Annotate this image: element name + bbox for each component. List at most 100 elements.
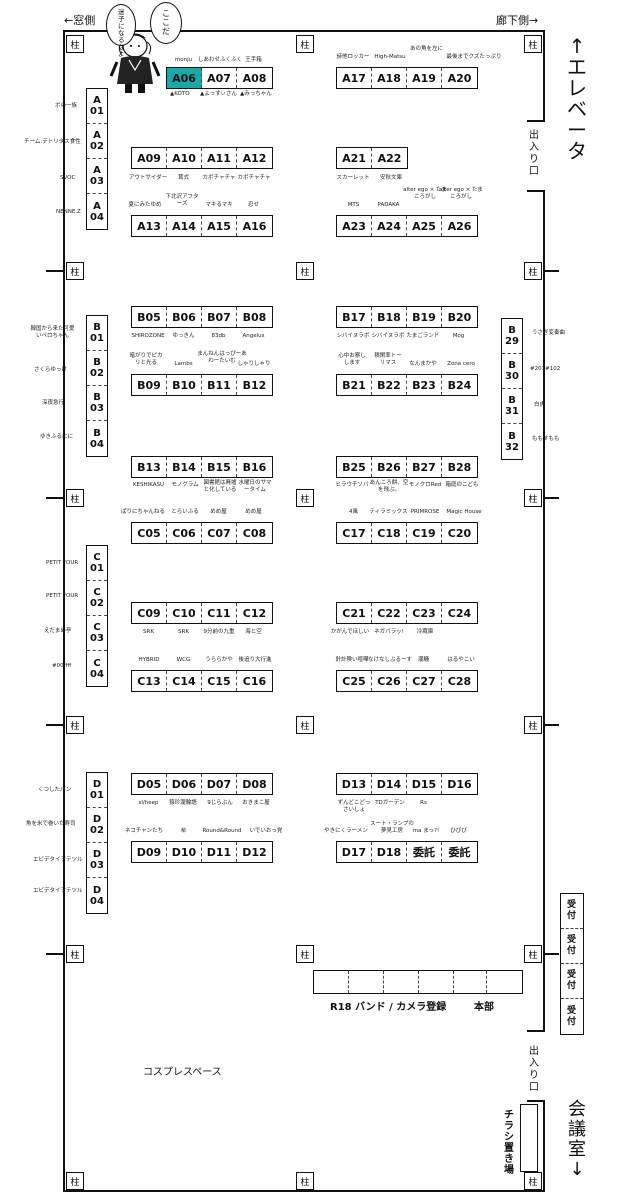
booth-b27[interactable]: B27 <box>407 457 442 477</box>
reception-desk[interactable]: 受付 <box>561 929 583 964</box>
booth-c13[interactable]: C13 <box>132 671 167 691</box>
booth-c23[interactable]: C23 <box>407 603 442 623</box>
booth-b24[interactable]: B24 <box>447 378 472 392</box>
booth-b12[interactable]: B12 <box>242 378 267 392</box>
booth-c14[interactable]: C14 <box>167 671 202 691</box>
booth-b15[interactable]: B15 <box>202 457 237 477</box>
booth-c22[interactable]: C22 <box>372 603 407 623</box>
booth-c17[interactable]: C17 <box>337 523 372 543</box>
booth-d17[interactable]: D17 <box>337 842 372 862</box>
booth-d14[interactable]: D14 <box>372 774 407 794</box>
booth-b09[interactable]: B09 <box>132 375 167 395</box>
reception-desk[interactable]: 受付 <box>561 964 583 999</box>
booth-c24[interactable]: C24 <box>447 606 472 620</box>
reception-desk[interactable]: 受付 <box>561 894 583 929</box>
booth-d10[interactable]: D10 <box>167 842 202 862</box>
booth-b13[interactable]: B13 <box>132 457 167 477</box>
booth-d16[interactable]: D16 <box>447 777 472 791</box>
booth-d19[interactable]: 委託 <box>407 842 442 862</box>
reception-desk[interactable]: 受付 <box>567 1005 577 1027</box>
booth-a20[interactable]: A20 <box>447 71 472 85</box>
booth-a22[interactable]: A22 <box>377 151 402 165</box>
booth-a24[interactable]: A24 <box>372 216 407 236</box>
booth-a18[interactable]: A18 <box>372 68 407 88</box>
booth-a16[interactable]: A16 <box>242 219 267 233</box>
booth-b17[interactable]: B17 <box>337 307 372 327</box>
booth-a17[interactable]: A17 <box>337 68 372 88</box>
booth-a15[interactable]: A15 <box>202 216 237 236</box>
booth-a09[interactable]: A09 <box>132 148 167 168</box>
booth-c07[interactable]: C07 <box>202 523 237 543</box>
booth-b11[interactable]: B11 <box>202 375 237 395</box>
booth-b19[interactable]: B19 <box>407 307 442 327</box>
booth-b08[interactable]: B08 <box>242 310 267 324</box>
booth-d06[interactable]: D06 <box>167 774 202 794</box>
booth-b20[interactable]: B20 <box>447 310 472 324</box>
booth-c28[interactable]: C28 <box>447 674 472 688</box>
booth-d13[interactable]: D13 <box>337 774 372 794</box>
booth-d18[interactable]: D18 <box>372 842 407 862</box>
booth-a19[interactable]: A19 <box>407 68 442 88</box>
booth-c11[interactable]: C11 <box>202 603 237 623</box>
booth-c05[interactable]: C05 <box>132 523 167 543</box>
booth-b28[interactable]: B28 <box>447 460 472 474</box>
booth-b14[interactable]: B14 <box>167 457 202 477</box>
booth-c15[interactable]: C15 <box>202 671 237 691</box>
booth-b10[interactable]: B10 <box>167 375 202 395</box>
booth-b21[interactable]: B21 <box>337 375 372 395</box>
booth-a06[interactable]: A06 <box>167 68 202 88</box>
booth-a12[interactable]: A12 <box>242 151 267 165</box>
booth-c08[interactable]: C08 <box>242 526 267 540</box>
booth-d12[interactable]: D12 <box>242 845 267 859</box>
booth-b16[interactable]: B16 <box>242 460 267 474</box>
booth-b07[interactable]: B07 <box>202 307 237 327</box>
booth-a26[interactable]: A26 <box>447 219 472 233</box>
booth-b25[interactable]: B25 <box>337 457 372 477</box>
booth-a07[interactable]: A07 <box>202 68 237 88</box>
booth-a08[interactable]: A08 <box>242 71 267 85</box>
booth-c19[interactable]: C19 <box>407 523 442 543</box>
booth-c10[interactable]: C10 <box>167 603 202 623</box>
booth-c09[interactable]: C09 <box>132 603 167 623</box>
booth-b06[interactable]: B06 <box>167 307 202 327</box>
booth-b26[interactable]: B26 <box>372 457 407 477</box>
booth-a13[interactable]: A13 <box>132 216 167 236</box>
booth-d20[interactable]: 委託 <box>448 846 471 859</box>
booth-c21[interactable]: C21 <box>337 603 372 623</box>
booth-c16[interactable]: C16 <box>242 674 267 688</box>
booth-b22[interactable]: B22 <box>372 375 407 395</box>
booth-d09[interactable]: D09 <box>132 842 167 862</box>
booth-c12[interactable]: C12 <box>242 606 267 620</box>
booth-a10[interactable]: A10 <box>167 148 202 168</box>
booth-c27[interactable]: C27 <box>407 671 442 691</box>
booth-c26[interactable]: C26 <box>372 671 407 691</box>
booth-c25[interactable]: C25 <box>337 671 372 691</box>
booth-c18[interactable]: C18 <box>372 523 407 543</box>
booth-a11[interactable]: A11 <box>202 148 237 168</box>
booth-a21[interactable]: A21 <box>337 148 372 168</box>
booth-d05[interactable]: D05 <box>132 774 167 794</box>
booth-b18[interactable]: B18 <box>372 307 407 327</box>
booth-d11[interactable]: D11 <box>202 842 237 862</box>
booth-d08[interactable]: D08 <box>242 777 267 791</box>
booth-a14[interactable]: A14 <box>167 216 202 236</box>
booth-d07[interactable]: D07 <box>202 774 237 794</box>
